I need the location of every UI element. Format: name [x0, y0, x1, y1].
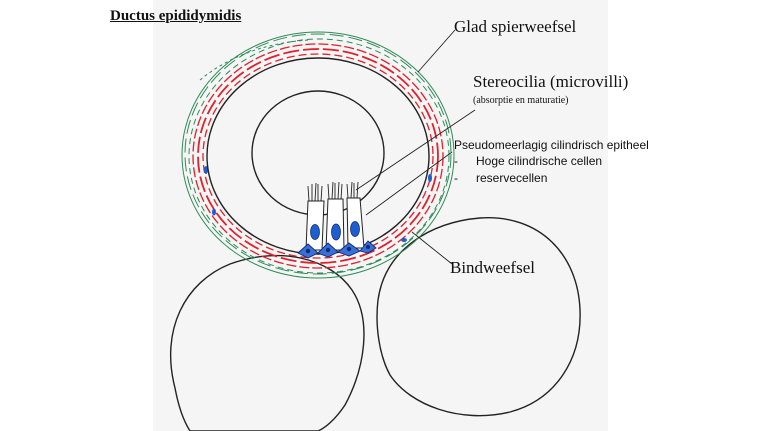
leader-epithelium — [365, 151, 453, 216]
nucleus — [350, 221, 360, 237]
red-muscle-layer — [192, 43, 444, 269]
label-epithelium-item-2: reservecellen — [476, 171, 548, 185]
leader-lines — [355, 29, 476, 265]
leader-stereocilia — [355, 109, 476, 191]
adjacent-duct-left — [170, 254, 365, 431]
label-epithelium-item-1: Hoge cilindrische cellen — [476, 154, 603, 168]
page-title: Ductus epididymidis — [110, 8, 242, 24]
reserve-cell-nuclei — [305, 245, 370, 254]
bullet-2: - — [454, 171, 458, 185]
duct-outer-wall — [206, 57, 430, 255]
smooth-muscle-layer — [181, 31, 455, 279]
nucleus — [331, 223, 341, 241]
label-stereocilia-sub: (absorptie en maturatie) — [473, 95, 569, 106]
label-connective-tissue: Bindweefsel — [450, 258, 535, 277]
label-epithelium: Pseudomeerlagig cilindrisch epitheel — [454, 138, 649, 152]
cell-nuclei — [310, 221, 360, 241]
bullet-1: - — [454, 154, 458, 168]
label-stereocilia: Stereocilia (microvilli) — [473, 72, 629, 91]
nucleus — [310, 224, 320, 240]
leader-connective — [411, 231, 453, 265]
blue-nuclei-in-muscle — [204, 166, 432, 242]
adjacent-duct-right — [376, 217, 581, 417]
leader-smooth-muscle — [417, 29, 456, 73]
label-smooth-muscle: Glad spierweefsel — [454, 17, 577, 36]
stereocilia — [307, 181, 359, 202]
